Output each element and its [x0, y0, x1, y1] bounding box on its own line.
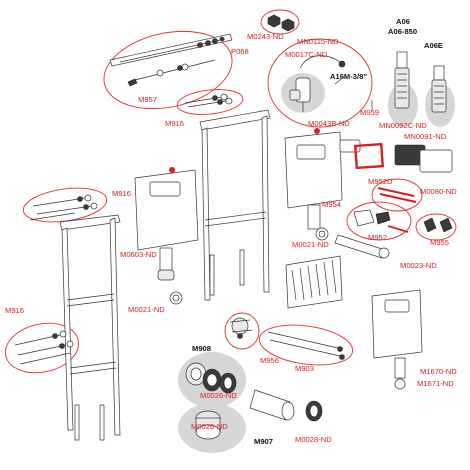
label-m0017c: M0017C-ND — [285, 50, 328, 59]
label-m0080: M0080-ND — [420, 187, 457, 196]
label-m916-top: M916 — [165, 119, 184, 128]
rods-m952d — [377, 187, 417, 203]
outline-m956 — [224, 312, 260, 350]
label-m0021-left: M0021-ND — [128, 305, 165, 314]
label-m959: M959 — [360, 108, 379, 117]
pipe-m0028 — [249, 389, 323, 422]
bar-m957 — [109, 33, 233, 87]
fill-valve-m959 — [289, 55, 346, 112]
label-m957: M957 — [138, 95, 157, 104]
label-m0026-top: M0026-ND — [200, 391, 237, 400]
outline-m952d — [371, 178, 423, 212]
outline-m952 — [346, 201, 412, 241]
label-a06e: A06E — [424, 41, 443, 50]
outline-m955 — [415, 213, 457, 241]
label-m956: M956 — [260, 356, 279, 365]
bolts-m916-bottom — [14, 330, 74, 365]
bolts-m916-left — [29, 194, 98, 221]
outline-m0243 — [260, 9, 300, 35]
label-m952d: M952D — [368, 177, 393, 186]
outline-m916-bottom — [5, 322, 79, 374]
seals-m907 — [195, 410, 221, 440]
mechanism-m952 — [353, 209, 409, 233]
label-m0023: M0023-ND — [400, 261, 437, 270]
label-mn0092c: MN0092C-ND — [379, 121, 427, 130]
fitting-m0021-left — [169, 291, 183, 305]
cistern-left — [134, 167, 199, 281]
outline-m903 — [258, 324, 354, 366]
label-m0603: M0603-ND — [120, 250, 157, 259]
label-m0021-right: M0021-ND — [292, 240, 329, 249]
label-m907: M907 — [254, 437, 273, 446]
part-labels: M0243-ND P068 M957 M916 MN0115-ND M0017C… — [5, 17, 457, 446]
label-m916-left: M916 — [112, 189, 131, 198]
plates-m0043b — [339, 139, 453, 173]
outline-m959 — [267, 38, 373, 128]
label-m908: M908 — [192, 344, 211, 353]
frame-left — [59, 214, 121, 441]
seals-m908 — [185, 362, 237, 394]
label-m0243: M0243-ND — [247, 32, 284, 41]
label-m954: M954 — [322, 200, 341, 209]
label-m1670: M1670-ND — [420, 367, 457, 376]
label-a16m: A16M-3/8" — [330, 72, 367, 81]
leader-lines — [334, 75, 373, 110]
insulation-block — [285, 255, 343, 309]
group-outlines — [5, 9, 457, 374]
label-m955: M955 — [430, 238, 449, 247]
valves-a06 — [394, 51, 447, 113]
label-m1671: M1671-ND — [417, 379, 454, 388]
label-m903: M903 — [295, 364, 314, 373]
cistern-small-right — [371, 289, 423, 390]
frame-top — [199, 109, 271, 301]
part-m955 — [423, 217, 453, 233]
label-m916-bottom: M916 — [5, 306, 24, 315]
nuts-m0243 — [267, 14, 295, 32]
rods-m903 — [267, 331, 345, 360]
bolts-m916-top — [184, 93, 233, 108]
label-p068: P068 — [231, 47, 249, 56]
pipes-right — [315, 227, 390, 259]
label-m0043b: M0043B-ND — [308, 119, 350, 128]
outline-m916-top — [176, 89, 244, 115]
label-m952: M952 — [368, 233, 387, 242]
label-mn0115: MN0115-ND — [297, 37, 339, 46]
label-m0028: M0028-ND — [295, 435, 332, 444]
label-a06: A06 — [396, 17, 410, 26]
label-mn0091: MN0091-ND — [404, 132, 447, 141]
clamp-m956 — [229, 317, 253, 339]
label-a06-850: A06-850 — [388, 27, 417, 36]
label-m0026-bottom: M0026-ND — [191, 422, 228, 431]
outline-m957 — [103, 30, 233, 110]
cistern-right — [284, 128, 343, 230]
